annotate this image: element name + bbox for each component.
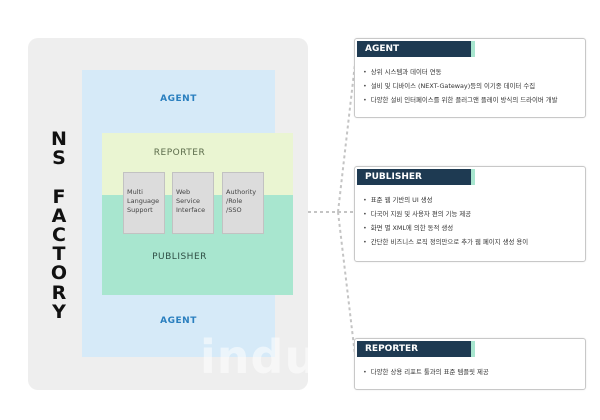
module-authority: Authority /Role /SSO — [222, 172, 264, 234]
title-letter: A — [51, 204, 67, 227]
module-line: Language — [127, 197, 160, 205]
card-reporter: REPORTER 다양한 상용 리포트 툴과의 표준 템플릿 제공 — [354, 338, 586, 390]
title-letter: S — [52, 147, 66, 170]
ns-factory-title: N S F A C T O R Y — [46, 128, 72, 323]
watermark-text: indus — [200, 330, 347, 384]
connector-reporter — [337, 211, 356, 356]
module-line: /Role — [226, 197, 243, 205]
list-item: 설비 및 디바이스 (NEXT-Gateway)등의 이기종 데이터 수집 — [363, 79, 558, 93]
card-list: 다양한 상용 리포트 툴과의 표준 템플릿 제공 — [363, 365, 489, 379]
module-line: Service — [176, 197, 201, 205]
card-title: AGENT — [357, 41, 475, 57]
card-list: 표준 웹 기반의 UI 생성 다국어 지원 및 사용자 편의 기능 제공 화면 … — [363, 193, 528, 249]
module-line: Web — [176, 188, 191, 196]
agent-label-bottom: AGENT — [160, 316, 197, 326]
list-item: 간단한 비즈니스 로직 정의만으로 추가 웹 페이지 생성 용이 — [363, 235, 528, 249]
title-letter: R — [51, 281, 67, 304]
list-item: 표준 웹 기반의 UI 생성 — [363, 193, 528, 207]
module-line: /SSO — [226, 206, 242, 214]
module-line: Interface — [176, 206, 206, 214]
publisher-label: PUBLISHER — [152, 252, 207, 262]
title-letter: O — [50, 262, 68, 285]
module-multi-language: Multi Language Support — [123, 172, 165, 234]
card-title: PUBLISHER — [357, 169, 475, 185]
module-web-service: Web Service Interface — [172, 172, 214, 234]
title-letter: T — [52, 243, 66, 266]
card-agent: AGENT 상위 시스템과 데이터 연동 설비 및 디바이스 (NEXT-Gat… — [354, 38, 586, 118]
module-line: Authority — [226, 188, 257, 196]
agent-label-top: AGENT — [160, 94, 197, 104]
list-item: 화면 별 XML에 의한 동적 생성 — [363, 221, 528, 235]
module-line: Multi — [127, 188, 143, 196]
title-letter: F — [52, 185, 66, 208]
card-publisher: PUBLISHER 표준 웹 기반의 UI 생성 다국어 지원 및 사용자 편의… — [354, 166, 586, 262]
list-item: 다양한 상용 리포트 툴과의 표준 템플릿 제공 — [363, 365, 489, 379]
module-line: Support — [127, 206, 153, 214]
card-list: 상위 시스템과 데이터 연동 설비 및 디바이스 (NEXT-Gateway)등… — [363, 65, 558, 107]
list-item: 다양한 설비 인터페이스를 위한 플러그앤 플레이 방식의 드라이버 개발 — [363, 93, 558, 107]
list-item: 다국어 지원 및 사용자 편의 기능 제공 — [363, 207, 528, 221]
connector-agent — [308, 63, 356, 213]
title-letter: N — [51, 128, 67, 150]
list-item: 상위 시스템과 데이터 연동 — [363, 65, 558, 79]
reporter-label: REPORTER — [153, 148, 206, 158]
card-title: REPORTER — [357, 341, 475, 357]
title-letter: Y — [52, 300, 66, 323]
title-letter: C — [52, 224, 66, 247]
